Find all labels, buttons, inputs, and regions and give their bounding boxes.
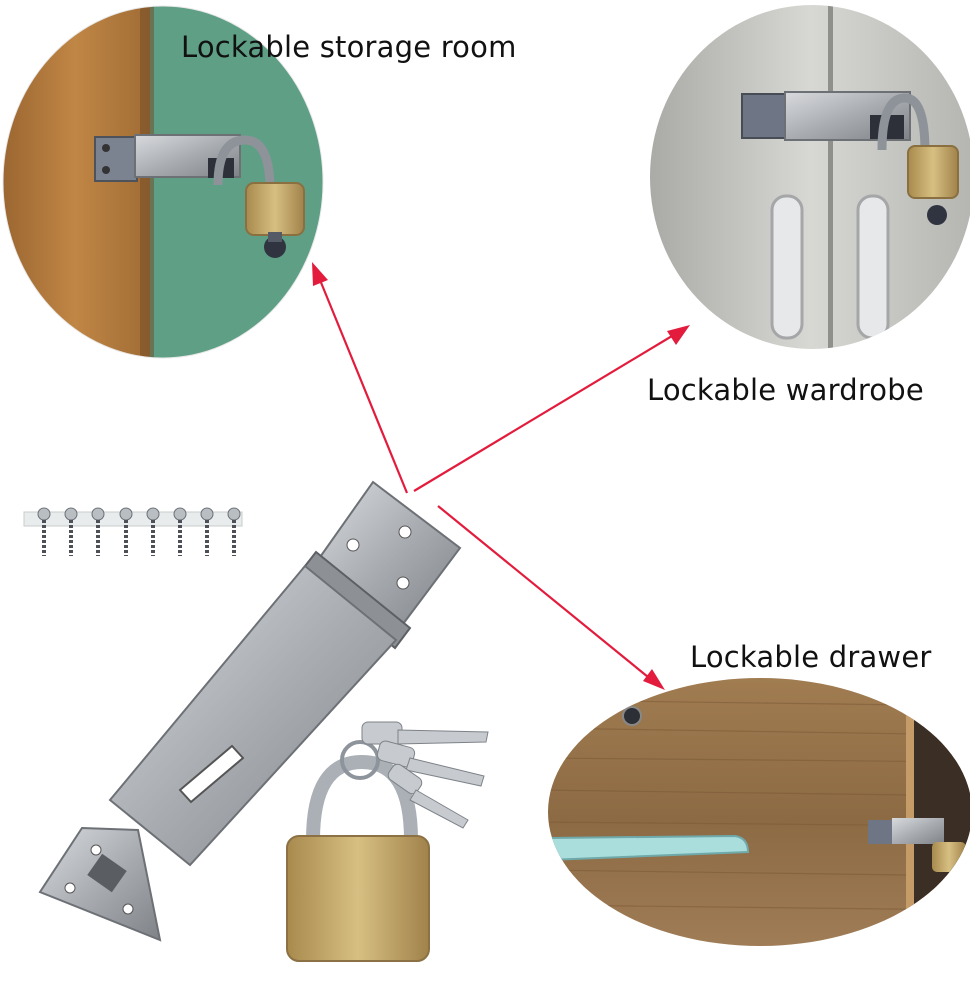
- arrow-icon: [437, 505, 665, 690]
- padlock-body: [286, 835, 430, 962]
- drawer-front: [548, 678, 970, 946]
- screw-icon: [119, 507, 133, 556]
- screw-icon: [227, 507, 241, 556]
- screw-icon: [91, 507, 105, 556]
- screws-strip: [23, 507, 243, 556]
- hasp-slot: [178, 744, 245, 804]
- door-gap: [828, 5, 833, 349]
- caption-drawer: Lockable drawer: [690, 640, 932, 674]
- padlock-shackle: [306, 754, 418, 841]
- wardrobe-photo: [650, 5, 970, 349]
- hasp-icon: [741, 91, 911, 141]
- key-icon: [387, 763, 469, 829]
- hasp-icon: [38, 480, 462, 942]
- key-icon: [376, 740, 485, 787]
- key-icon: [927, 205, 947, 225]
- hasp-icon: [868, 818, 944, 844]
- keyhole: [622, 706, 642, 726]
- wardrobe-handles: [770, 194, 890, 340]
- caption-wardrobe: Lockable wardrobe: [647, 373, 924, 407]
- screw-icon: [146, 507, 160, 556]
- drawer-photo: [548, 678, 970, 946]
- arrow-icon: [312, 262, 409, 494]
- drawer-handle: [548, 834, 750, 862]
- screw-icon: [200, 507, 214, 556]
- arrow-icon: [413, 325, 690, 492]
- door-wood: [3, 6, 150, 358]
- staple-plate: [38, 826, 162, 942]
- caption-storage-room: Lockable storage room: [181, 30, 517, 64]
- padlock-icon: [932, 842, 966, 872]
- padlock-icon: [213, 135, 305, 236]
- screw-icon: [37, 507, 51, 556]
- key-icon: [264, 232, 286, 258]
- hasp-hinge: [300, 550, 412, 650]
- door-edge: [140, 6, 154, 358]
- screw-icon: [173, 507, 187, 556]
- hasp-long-plate: [108, 564, 398, 867]
- padlock-icon: [877, 93, 959, 225]
- padlock-icon: [286, 754, 430, 962]
- screw-icon: [64, 507, 78, 556]
